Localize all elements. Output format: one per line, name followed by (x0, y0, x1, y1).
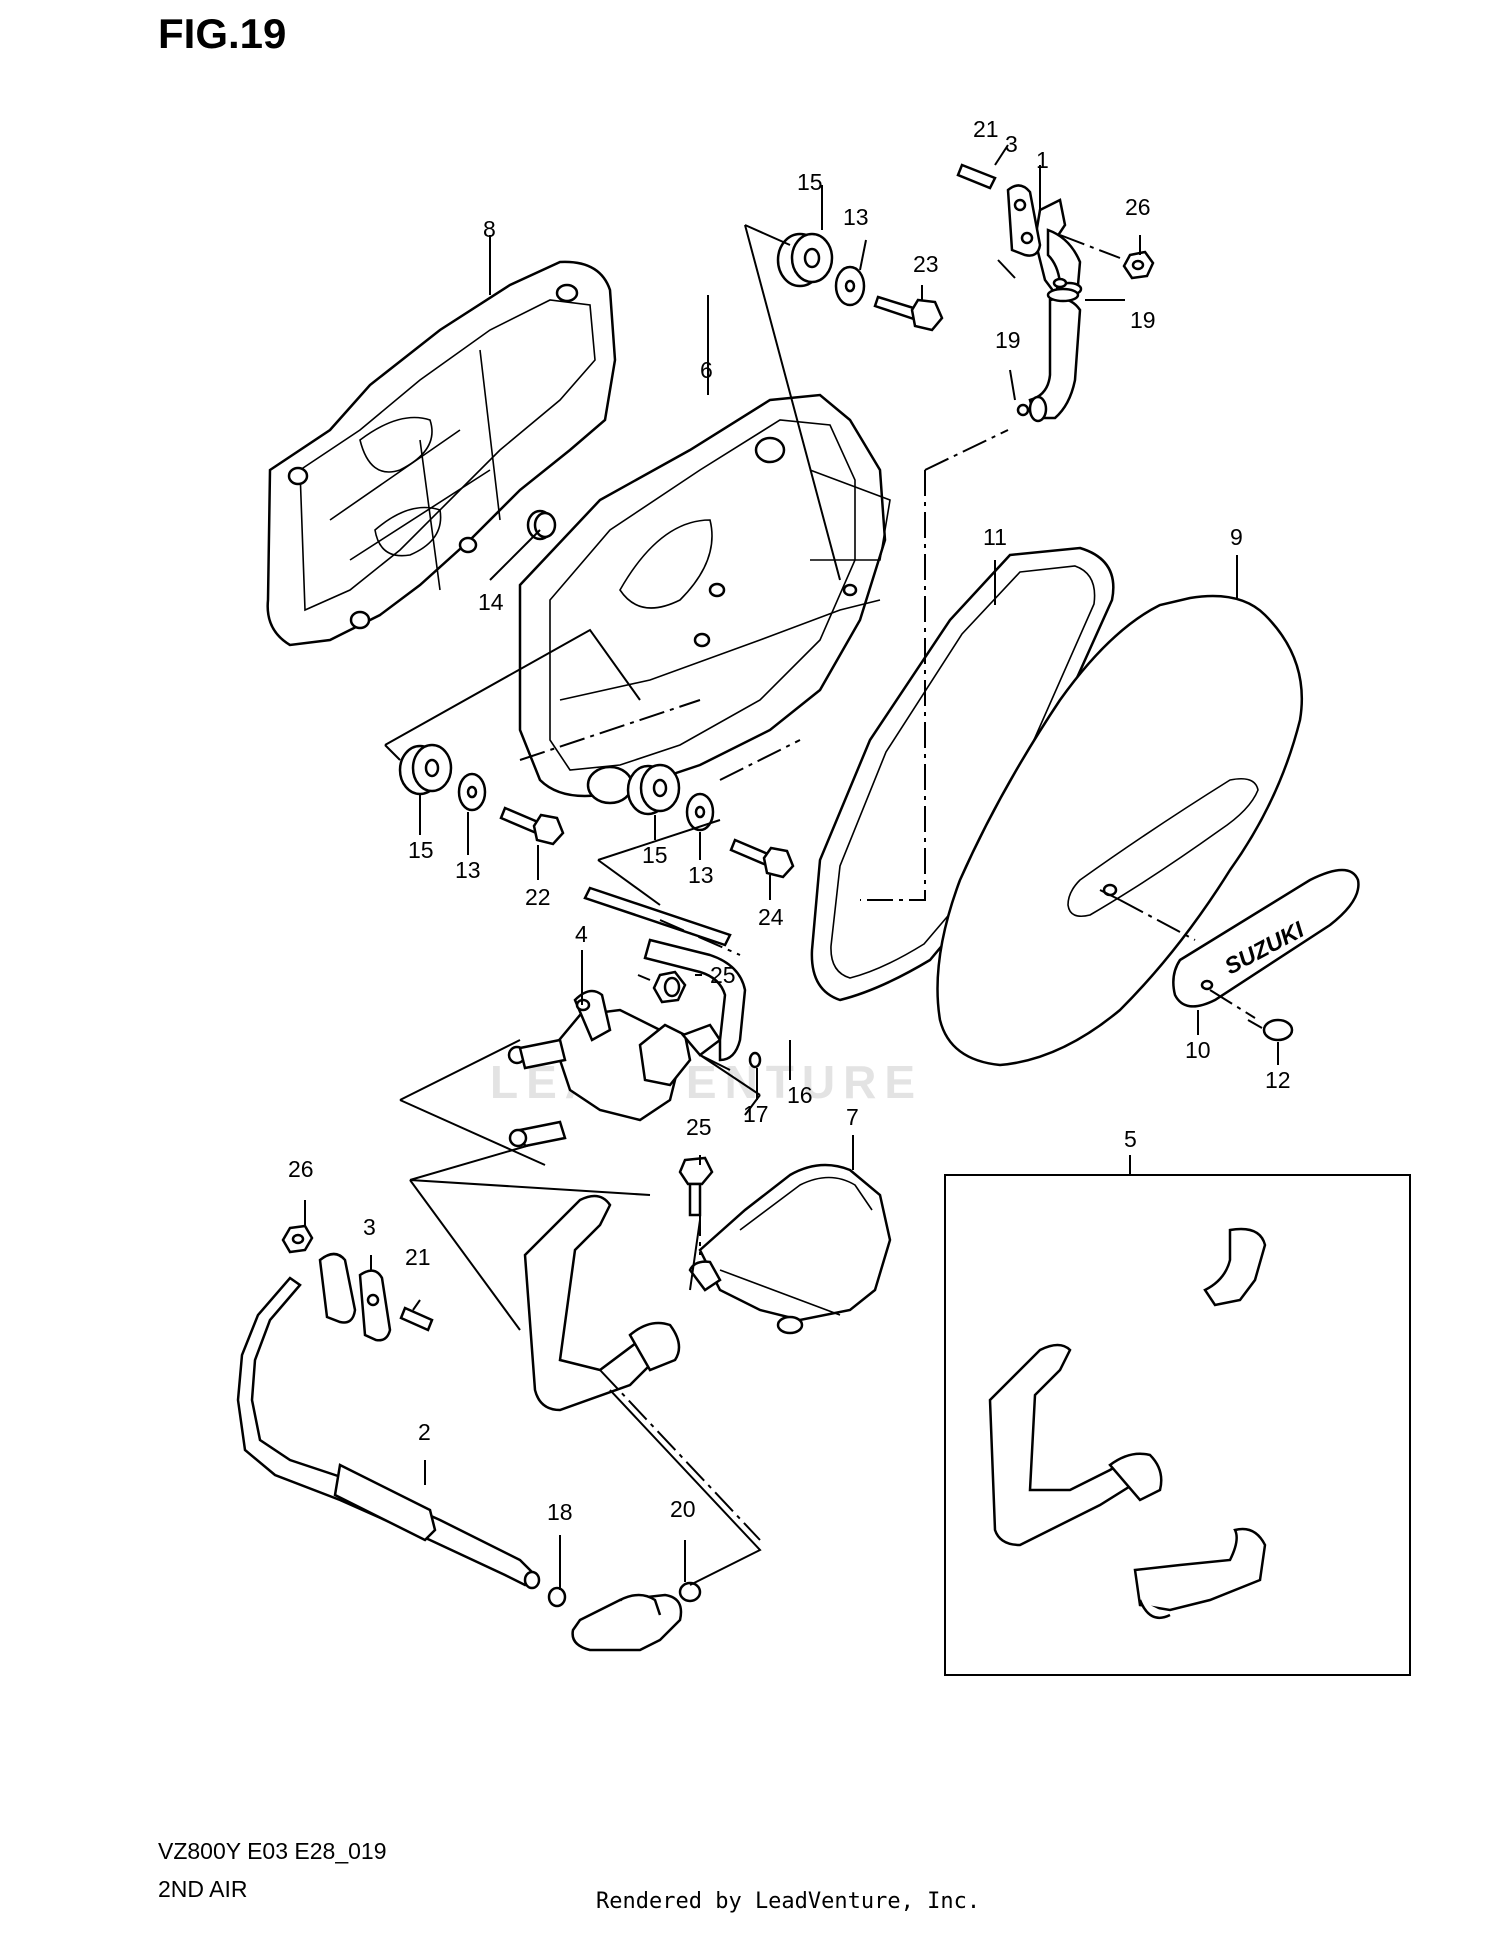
callout-4: 4 (575, 921, 588, 947)
callout-25-low: 25 (686, 1114, 712, 1140)
callout-21-low: 21 (405, 1244, 431, 1270)
callout-3-low: 3 (363, 1214, 376, 1240)
part-8-cover-plate (266, 260, 617, 647)
callout-19-left: 19 (995, 327, 1021, 353)
callout-3-top: 3 (1005, 131, 1018, 157)
section-name: 2ND AIR (158, 1876, 248, 1902)
part-23-bolt (873, 295, 944, 332)
leader-lines (304, 144, 1279, 1590)
callout-2: 2 (418, 1419, 431, 1445)
figure-title: FIG.19 (158, 10, 287, 57)
callout-6: 6 (700, 357, 713, 383)
callout-8: 8 (483, 216, 496, 242)
callout-9: 9 (1230, 524, 1243, 550)
callout-15-top: 15 (797, 169, 823, 195)
callout-20: 20 (670, 1496, 696, 1522)
callout-22: 22 (525, 884, 551, 910)
part-12-screw (1247, 1018, 1294, 1042)
part-10-emblem-plate: SUZUKI (1172, 868, 1360, 1008)
part-6-bracket-plate (518, 393, 891, 805)
callout-17: 17 (743, 1101, 769, 1127)
part-13-washer-top (834, 265, 866, 307)
callout-15-mid: 15 (642, 842, 668, 868)
callout-24: 24 (758, 904, 784, 930)
callout-16: 16 (787, 1082, 813, 1108)
part-17-clip (748, 1051, 762, 1069)
callout-13-left: 13 (455, 857, 481, 883)
part-18-clip (547, 1586, 567, 1608)
part-21-stud-low (399, 1306, 434, 1332)
callout-26-low: 26 (288, 1156, 314, 1182)
part-22-bolt (499, 806, 565, 846)
part-11-gasket (810, 546, 1115, 1002)
part-13-washer-mid (685, 792, 715, 832)
part-26-nut-low (281, 1224, 314, 1254)
callout-25-mid: 25 (710, 962, 736, 988)
callout-21-top: 21 (973, 116, 999, 142)
part-16-hose (583, 886, 747, 1062)
air-hose (523, 1194, 681, 1412)
dash-dot-lines (519, 234, 1256, 1541)
callout-23: 23 (913, 251, 939, 277)
part-19-hose-clamps (1016, 277, 1082, 423)
callout-13-mid: 13 (688, 862, 714, 888)
part-25-bolt-mid (637, 970, 687, 1004)
callout-10: 10 (1185, 1037, 1211, 1063)
tee-fitting (571, 1593, 683, 1652)
render-credit: Rendered by LeadVenture, Inc. (596, 1889, 981, 1914)
part-24-bolt (729, 838, 795, 879)
part-9-cover (936, 594, 1304, 1067)
callout-19-right: 19 (1130, 307, 1156, 333)
callout-14: 14 (478, 589, 504, 615)
part-7-canister (688, 1163, 892, 1335)
part-3-gasket-low (318, 1252, 392, 1342)
part-2-pipe (236, 1276, 541, 1590)
callout-12: 12 (1265, 1067, 1291, 1093)
callout-15-left: 15 (408, 837, 434, 863)
part-21-stud-top (956, 163, 997, 190)
callout-5: 5 (1124, 1126, 1137, 1152)
model-code: VZ800Y E03 E28_019 (158, 1838, 387, 1864)
part-15-grommet-mid (626, 763, 681, 816)
part-13-washer-left (457, 772, 487, 812)
callout-1: 1 (1036, 147, 1049, 173)
part-20-clip (678, 1581, 702, 1603)
callout-18: 18 (547, 1499, 573, 1525)
part-4-reed-valve (507, 989, 722, 1148)
callout-13-top: 13 (843, 204, 869, 230)
part-14-spacer (526, 509, 557, 541)
part-25-bolt-low (678, 1156, 714, 1217)
part-15-grommet-left (398, 743, 453, 796)
part-5-kit-box (944, 1174, 1411, 1676)
part-26-nut-top (1122, 250, 1155, 280)
callout-26-top: 26 (1125, 194, 1151, 220)
callout-7: 7 (846, 1104, 859, 1130)
part-15-grommet-top (776, 232, 834, 288)
callout-labels: 21 3 1 26 15 13 23 19 19 8 6 14 11 9 15 … (288, 116, 1291, 1525)
part-3-gasket-top (1006, 184, 1042, 257)
callout-11: 11 (983, 524, 1007, 550)
